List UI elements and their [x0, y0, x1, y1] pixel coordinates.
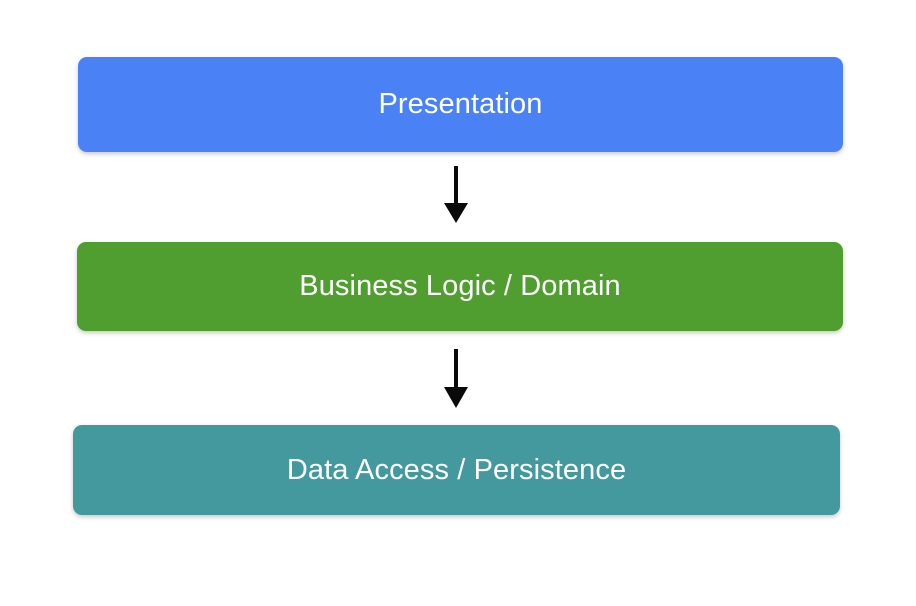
layer-label-presentation: Presentation	[378, 88, 543, 120]
layer-box-data-access[interactable]: Data Access / Persistence	[73, 425, 840, 515]
layer-box-presentation[interactable]: Presentation	[78, 57, 843, 152]
arrow-head-business-logic-to-data-access	[444, 387, 468, 408]
layer-label-business-logic: Business Logic / Domain	[299, 270, 621, 302]
arrow-presentation-to-business-logic	[444, 166, 468, 223]
arrow-head-presentation-to-business-logic	[444, 203, 468, 223]
layer-box-business-logic[interactable]: Business Logic / Domain	[77, 242, 843, 331]
arrow-business-logic-to-data-access	[444, 349, 468, 408]
layer-label-data-access: Data Access / Persistence	[286, 453, 627, 486]
